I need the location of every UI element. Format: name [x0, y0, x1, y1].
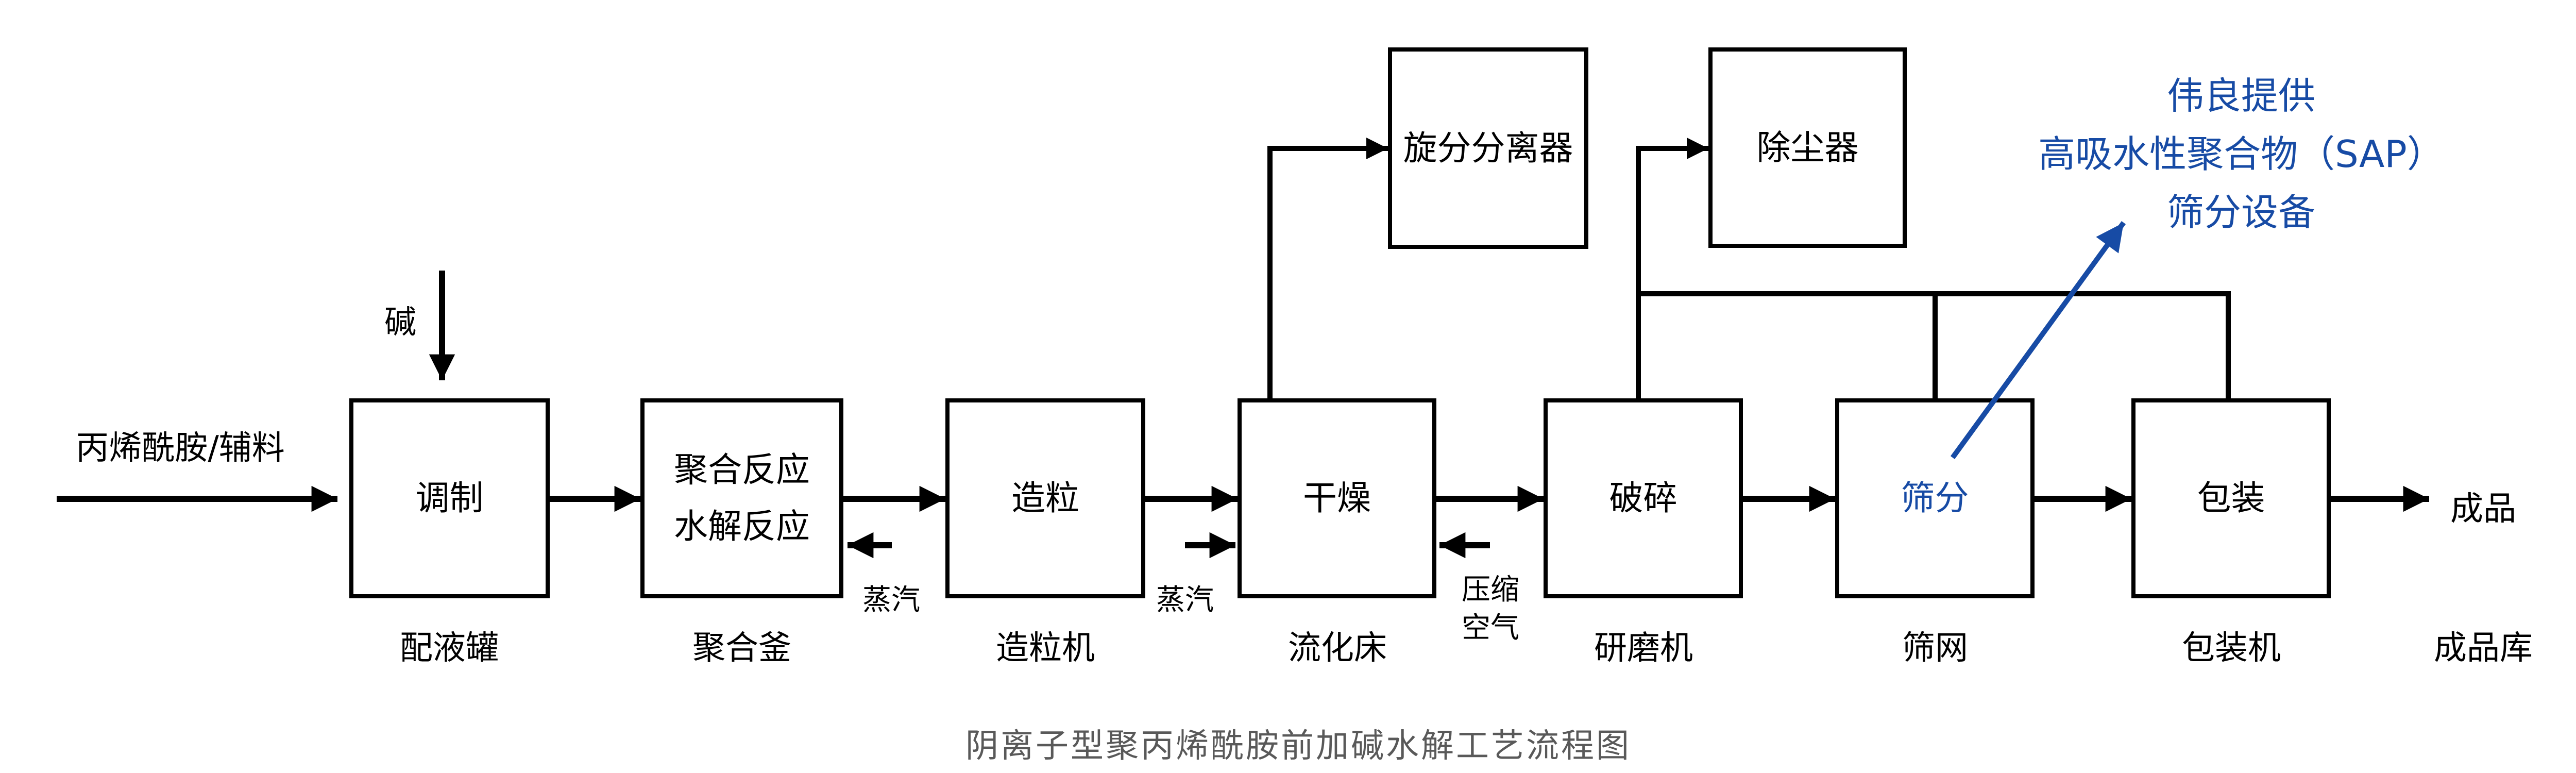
process-box-preparation: 调制: [349, 398, 550, 598]
dust-collector-box: 除尘器: [1708, 47, 1907, 248]
cyclone-separator-box: 旋分分离器: [1388, 47, 1588, 249]
process-box-granulation-title: 造粒: [1011, 478, 1079, 518]
equipment-label-screen-mesh: 筛网: [1902, 629, 1968, 667]
process-box-preparation-title: 调制: [415, 478, 484, 518]
process-box-packing: 包装: [2131, 398, 2331, 598]
diagram-caption: 阴离子型聚丙烯酰胺前加碱水解工艺流程图: [965, 727, 1631, 765]
steam-label-dryer: 蒸汽: [1156, 583, 1214, 617]
process-box-crushing-title: 破碎: [1609, 478, 1677, 518]
process-box-drying: 干燥: [1238, 398, 1436, 598]
dust-collector-title: 除尘器: [1756, 127, 1859, 167]
cyclone-separator-title: 旋分分离器: [1403, 128, 1573, 168]
equipment-label-fluidized-bed: 流化床: [1288, 629, 1387, 667]
steam-label-kettle: 蒸汽: [862, 583, 920, 617]
warehouse-label: 成品库: [2434, 629, 2533, 667]
product-label: 成品: [2450, 490, 2516, 528]
equipment-label-granulator: 造粒机: [996, 629, 1095, 667]
equipment-label-packing-machine: 包装机: [2182, 629, 2281, 667]
equipment-label-solution-tank: 配液罐: [400, 629, 499, 667]
process-box-drying-title: 干燥: [1303, 478, 1371, 518]
feed-label: 丙烯酰胺/辅料: [76, 429, 285, 467]
equipment-label-polymerization-kettle: 聚合釜: [692, 629, 791, 667]
equipment-label-grinder: 研磨机: [1594, 629, 1693, 667]
process-box-granulation: 造粒: [945, 398, 1145, 598]
alkali-label: 碱: [384, 303, 416, 341]
process-box-crushing: 破碎: [1544, 398, 1743, 598]
process-box-polymerization-hydrolysis: 聚合反应 水解反应: [640, 398, 843, 598]
process-box-screening: 筛分: [1835, 398, 2035, 598]
vendor-annotation: 伟良提供 高吸水性聚合物（SAP） 筛分设备: [2038, 74, 2444, 234]
process-box-polymerization-hydrolysis-title: 聚合反应 水解反应: [674, 450, 810, 546]
process-box-packing-title: 包装: [2197, 478, 2265, 518]
compressed-air-label: 压缩 空气: [1462, 573, 1519, 645]
process-box-screening-title: 筛分: [1901, 478, 1969, 518]
